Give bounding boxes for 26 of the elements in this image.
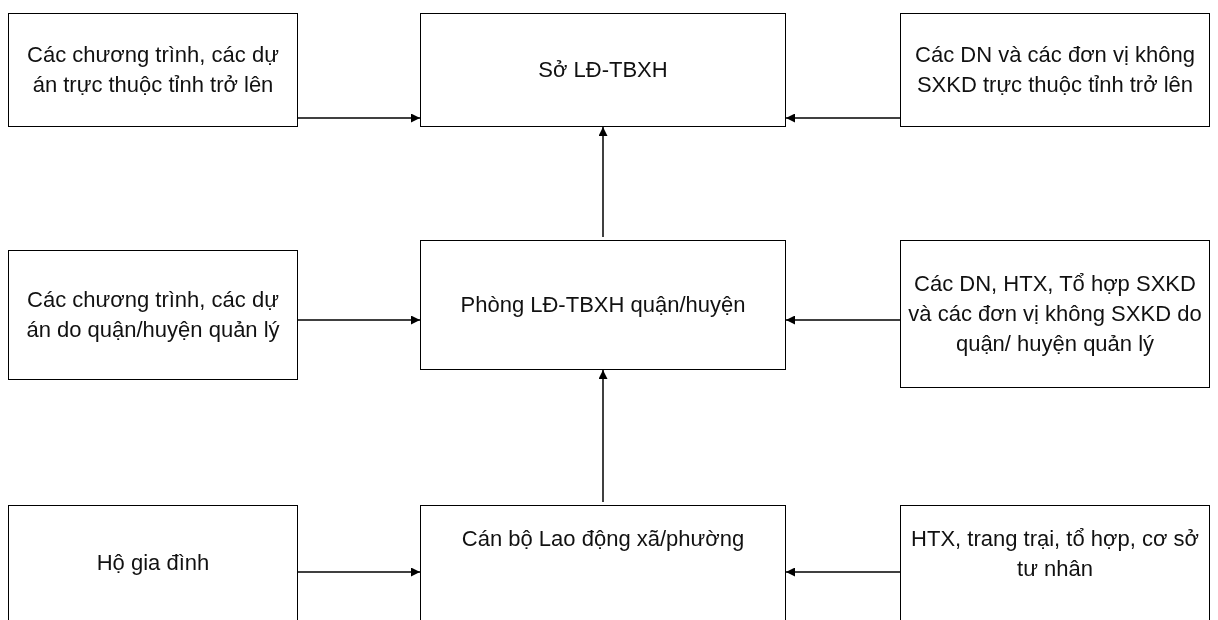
process-box <box>420 240 786 370</box>
arrow <box>598 369 608 503</box>
process-box <box>900 13 1210 127</box>
box-text: Các DN và các đơn vị không SXKD trực thuộc tỉnh trở lên <box>914 41 1196 99</box>
box-text: Cán bộ Lao động xã/phường <box>460 525 746 553</box>
box-text: Hộ gia đình <box>95 549 211 577</box>
process-box <box>900 240 1210 388</box>
box-text: Các chương trình, các dự án do quận/huyện quản lý <box>25 286 281 344</box>
arrow <box>785 567 901 577</box>
arrow <box>785 315 901 325</box>
process-box <box>8 505 298 620</box>
box-text: Các DN, HTX, Tổ hợp SXKD và các đơn vị không SXKD do quận/ huyện quản lý <box>907 270 1203 358</box>
process-box <box>8 13 298 127</box>
box-text: HTX, trang trại, tổ hợp, cơ sở tư nhân <box>910 525 1200 583</box>
arrow <box>598 126 608 238</box>
box-text: Phòng LĐ-TBXH quận/huyện <box>459 291 747 319</box>
arrow <box>297 567 421 577</box>
arrow <box>297 113 421 123</box>
process-box <box>8 250 298 380</box>
process-box <box>420 505 786 620</box>
arrow <box>297 315 421 325</box>
process-box <box>420 13 786 127</box>
process-box <box>900 505 1210 620</box>
box-text: Các chương trình, các dự án trực thuộc tỉnh trở lên <box>26 41 280 99</box>
arrow <box>785 113 901 123</box>
box-text: Sở LĐ-TBXH <box>537 56 669 84</box>
